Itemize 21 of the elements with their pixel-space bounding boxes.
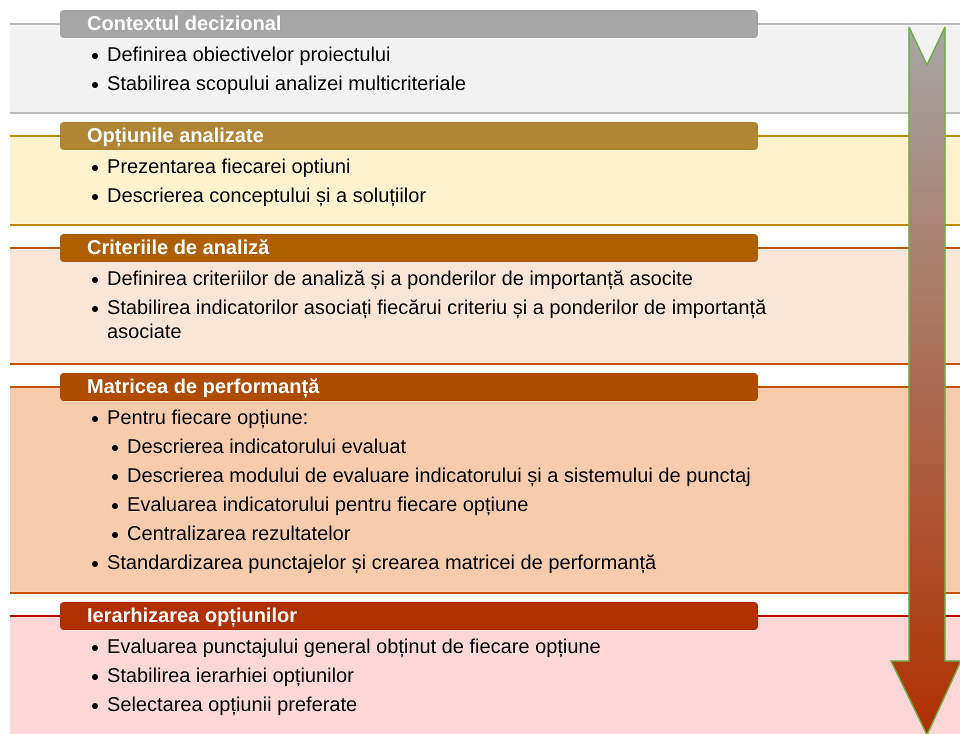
bullet-text: Definirea obiectivelor proiectului	[107, 44, 390, 66]
bullet-text: Evaluarea indicatorului pentru fiecare opțiune	[127, 494, 528, 516]
section-heading: Contextul decizional	[60, 10, 758, 38]
section-heading: Ierarhizarea opțiunilor	[60, 602, 758, 630]
bullet-text: Prezentarea fiecarei optiuni	[107, 156, 350, 178]
section-heading: Criteriile de analiză	[60, 234, 758, 262]
bullet-text: Selectarea opțiunii preferate	[107, 694, 358, 716]
bullet-text: Evaluarea punctajului general obținut de fiecare opțiune	[107, 636, 601, 658]
section-heading: Opțiunile analizate	[60, 122, 758, 150]
block-arrow	[890, 26, 960, 734]
bullet-text: Descrierea modului de evaluare indicatorului și a sistemului de punctaj	[127, 465, 751, 487]
bullet-text: Descrierea indicatorului evaluat	[127, 436, 406, 458]
bullet-text: Standardizarea punctajelor și crearea matricei de performanță	[107, 552, 656, 574]
bullet-text: Stabilirea scopului analizei multicriteriale	[107, 73, 466, 95]
bullet-text: Stabilirea ierarhiei opțiunilor	[107, 665, 354, 687]
section-heading: Matricea de performanță	[60, 373, 758, 401]
bullet-text: Stabilirea indicatorilor asociați fiecărui criteriu și a ponderilor de importanță asociate	[107, 297, 766, 343]
bullet-text: Pentru fiecare opțiune:	[107, 407, 308, 429]
bullet-text: Definirea criteriilor de analiză și a ponderilor de importanță asocite	[107, 268, 693, 290]
bullet-text: Centralizarea rezultatelor	[127, 523, 350, 545]
bullet-text: Descrierea conceptului și a soluțiilor	[107, 185, 426, 207]
